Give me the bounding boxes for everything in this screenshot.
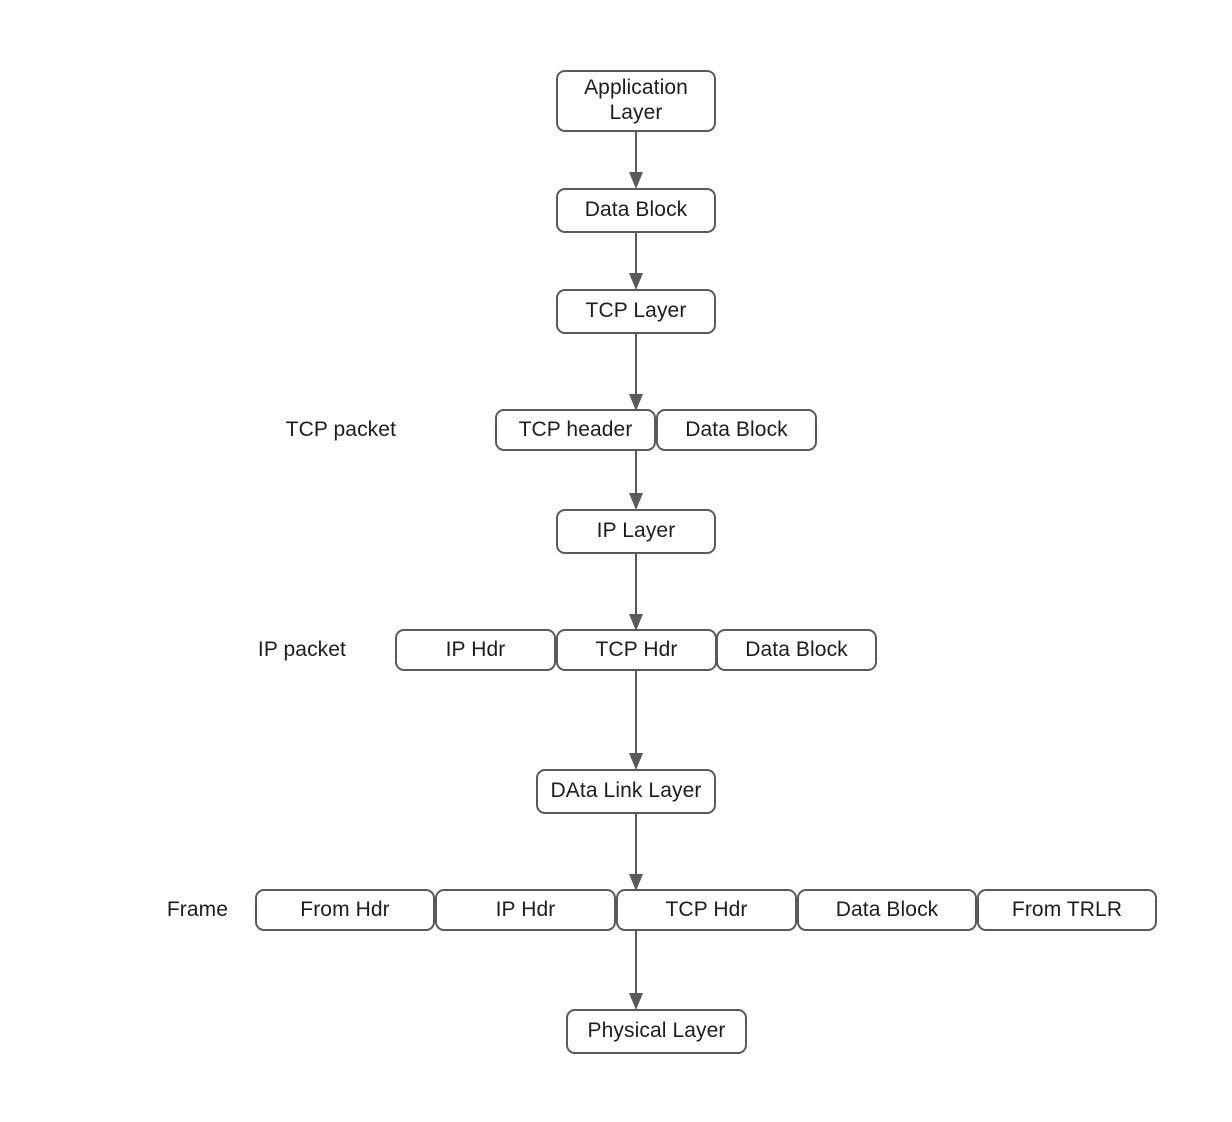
frame-row: From Hdr IP Hdr TCP Hdr Data Block From …: [0, 889, 1232, 931]
arrow-ip-layer-to-ip-packet: [629, 550, 643, 631]
ip-packet-cell-ip-hdr[interactable]: IP Hdr: [395, 629, 556, 671]
arrow-data-link-layer-to-frame: [629, 810, 643, 891]
frame-cell-ip-hdr[interactable]: IP Hdr: [435, 889, 616, 931]
arrow-ip-packet-to-data-link-layer: [629, 669, 643, 770]
ip-packet-cell-tcp-hdr[interactable]: TCP Hdr: [556, 629, 717, 671]
arrow-tcp-packet-to-ip-layer: [629, 449, 643, 510]
ip-packet-row: IP Hdr TCP Hdr Data Block: [0, 629, 1232, 671]
arrow-tcp-layer-to-tcp-packet: [629, 330, 643, 411]
frame-cell-tcp-hdr[interactable]: TCP Hdr: [616, 889, 797, 931]
frame-cell-data-block[interactable]: Data Block: [797, 889, 977, 931]
node-tcp-layer[interactable]: TCP Layer: [556, 289, 716, 334]
frame-cell-from-trlr[interactable]: From TRLR: [977, 889, 1157, 931]
node-application-layer[interactable]: Application Layer: [556, 70, 716, 132]
arrow-application-to-data-block: [629, 128, 643, 189]
arrow-frame-to-physical-layer: [629, 929, 643, 1010]
ip-packet-cell-data-block[interactable]: Data Block: [716, 629, 877, 671]
arrow-data-block-to-tcp-layer: [629, 229, 643, 290]
node-data-link-layer[interactable]: DAta Link Layer: [536, 769, 716, 814]
row-label-tcp-packet: TCP packet: [285, 418, 396, 441]
node-physical-layer[interactable]: Physical Layer: [566, 1009, 747, 1054]
row-label-frame: Frame: [166, 898, 228, 921]
node-ip-layer[interactable]: IP Layer: [556, 509, 716, 554]
row-label-ip-packet: IP packet: [257, 638, 346, 661]
frame-cell-from-hdr[interactable]: From Hdr: [255, 889, 435, 931]
tcp-packet-row: TCP header Data Block: [0, 409, 1232, 451]
tcp-packet-cell-data-block[interactable]: Data Block: [656, 409, 817, 451]
tcp-packet-cell-tcp-header[interactable]: TCP header: [495, 409, 656, 451]
node-data-block[interactable]: Data Block: [556, 188, 716, 233]
